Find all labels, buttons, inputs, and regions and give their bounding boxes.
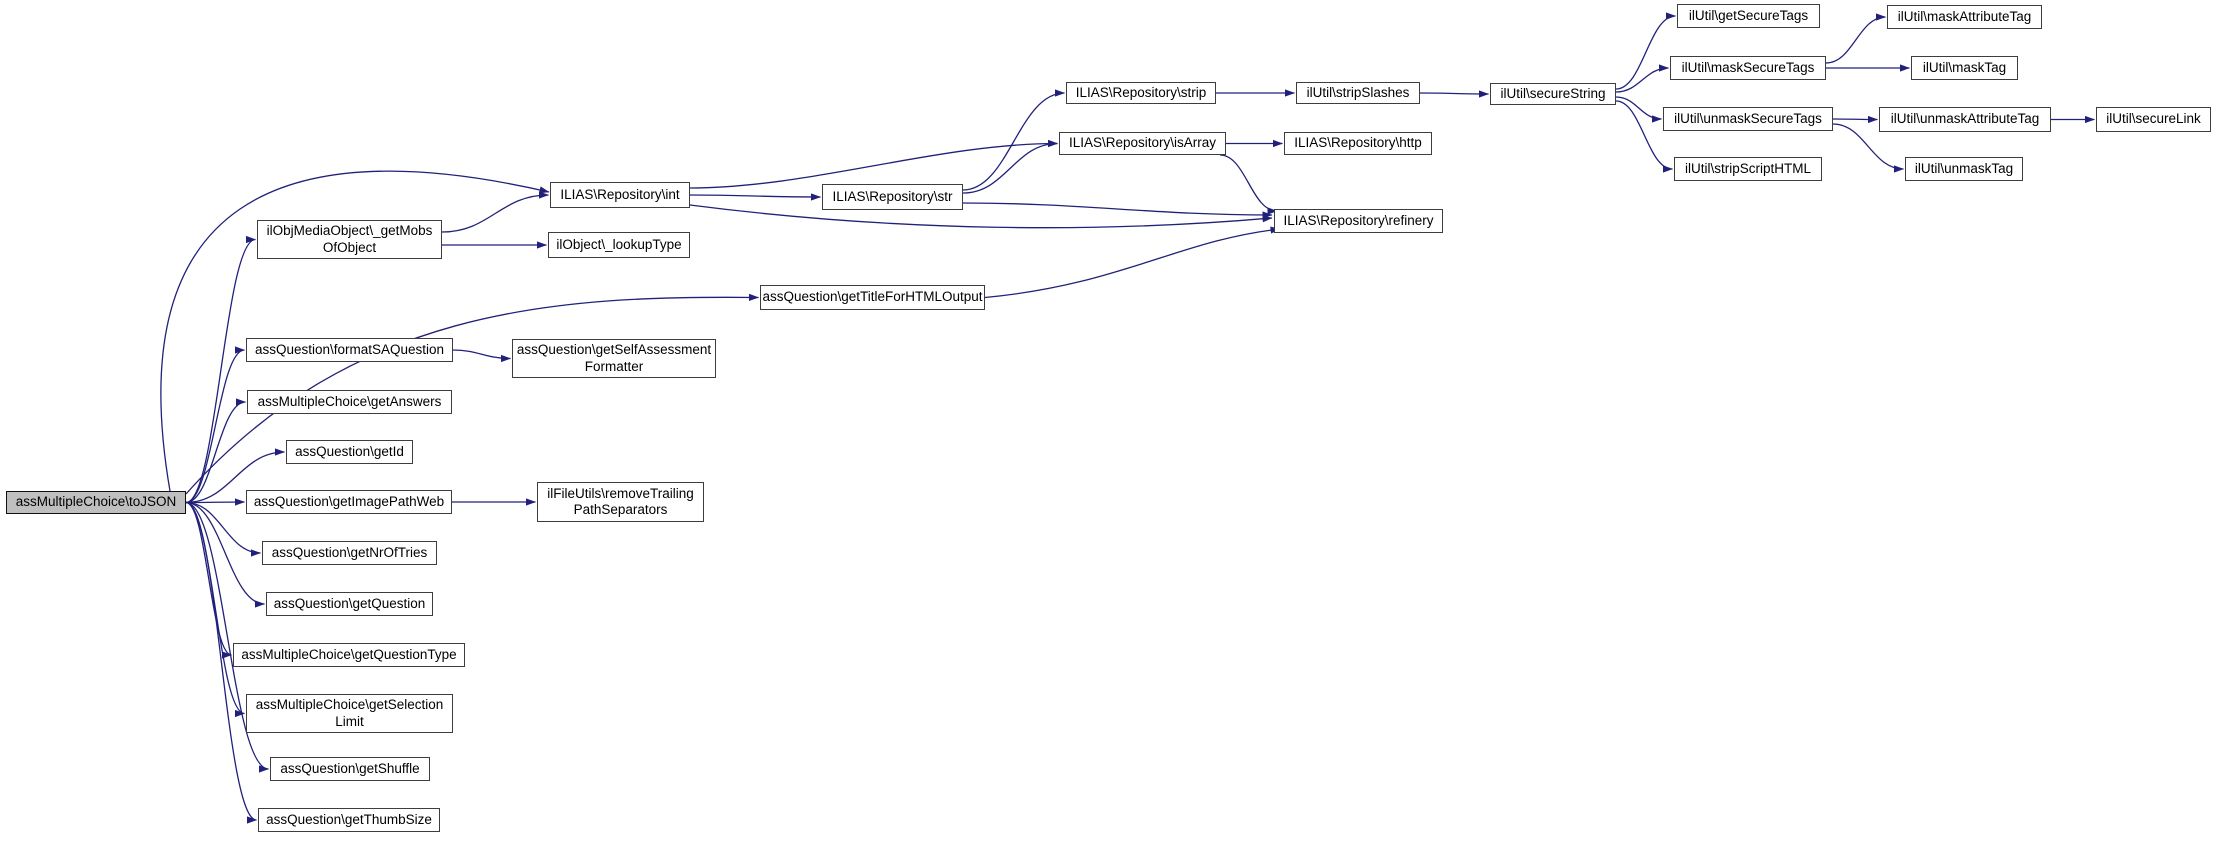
node-masksecuretags[interactable]: ilUtil\maskSecureTags [1670,56,1826,80]
edge-str-to-refinery [962,202,1273,219]
node-securelink[interactable]: ilUtil\secureLink [2096,107,2211,132]
node-getquestion[interactable]: assQuestion\getQuestion [266,592,433,616]
node-getimagepathweb[interactable]: assQuestion\getImagePathWeb [246,490,452,514]
node-getthumbsize[interactable]: assQuestion\getThumbSize [258,808,440,832]
node-getselectionlimit[interactable]: assMultipleChoice\getSelection Limit [246,694,453,733]
node-getmobs[interactable]: ilObjMediaObject\_getMobs OfObject [257,220,442,259]
edge-unmasksecuretags-to-unmaskattributetag [1832,115,1878,124]
edge-tojson-to-getanswers [185,398,246,504]
node-securestring[interactable]: ilUtil\secureString [1490,83,1616,105]
edge-gettitle-to-refinery [984,226,1281,299]
node-stripscripthtml[interactable]: ilUtil\stripScriptHTML [1674,157,1822,181]
node-unmasksecuretags[interactable]: ilUtil\unmaskSecureTags [1663,107,1833,131]
edge-unmasksecuretags-to-unmasktag [1832,123,1904,173]
edge-formatsa-to-selfassess [452,349,511,363]
node-str[interactable]: ILIAS\Repository\str [822,184,963,210]
edge-stripslashes-to-securestring [1419,90,1489,98]
node-masktag[interactable]: ilUtil\maskTag [1911,56,2018,80]
edge-int-to-str [689,193,821,201]
node-maskattributetag[interactable]: ilUtil\maskAttributeTag [1887,5,2042,29]
node-unmaskattributetag[interactable]: ilUtil\unmaskAttributeTag [1879,107,2051,132]
node-getsecuretags[interactable]: ilUtil\getSecureTags [1677,4,1820,28]
node-int[interactable]: ILIAS\Repository\int [550,182,690,208]
edge-tojson-to-getthumbsize [185,501,257,824]
node-getanswers[interactable]: assMultipleChoice\getAnswers [247,390,452,414]
node-getquestiontype[interactable]: assMultipleChoice\getQuestionType [233,643,465,667]
edge-tojson-to-getimagepathweb [185,498,245,506]
node-gettitle[interactable]: assQuestion\getTitleForHTMLOutput [760,285,985,310]
node-getshuffle[interactable]: assQuestion\getShuffle [270,757,430,781]
edge-tojson-to-getshuffle [185,501,269,773]
node-getid[interactable]: assQuestion\getId [286,440,413,464]
node-unmasktag[interactable]: ilUtil\unmaskTag [1905,157,2023,181]
edge-int-to-isarray [689,139,1058,189]
edge-str-to-strip [962,89,1065,191]
edge-isarray-to-refinery [1219,154,1278,215]
node-stripslashes[interactable]: ilUtil\stripSlashes [1296,82,1420,104]
node-lookuptype[interactable]: ilObject\_lookupType [548,232,690,258]
edge-tojson-to-getnroftries [185,501,261,557]
edge-tojson-to-getquestion [185,501,265,608]
node-isarray[interactable]: ILIAS\Repository\isArray [1059,132,1226,155]
edge-securestring-to-getsecuretags [1615,12,1676,90]
edge-tojson-to-int [160,170,550,492]
node-http[interactable]: ILIAS\Repository\http [1284,132,1432,155]
edge-str-to-isarray [962,139,1058,194]
node-getnroftries[interactable]: assQuestion\getNrOfTries [262,541,437,565]
node-refinery[interactable]: ILIAS\Repository\refinery [1274,209,1443,233]
node-formatsa[interactable]: assQuestion\formatSAQuestion [246,338,453,362]
edge-getmobs-to-int [441,191,549,233]
edge-tojson-to-gettitle [185,293,759,495]
edge-tojson-to-getquestiontype [185,501,232,659]
edge-securestring-to-unmasksecuretags [1615,96,1662,123]
edge-masksecuretags-to-maskattributetag [1825,13,1886,64]
node-strip[interactable]: ILIAS\Repository\strip [1066,82,1216,104]
node-tojson[interactable]: assMultipleChoice\toJSON [6,491,186,514]
edge-tojson-to-getmobs [185,235,256,504]
edge-securestring-to-masksecuretags [1615,64,1669,93]
node-removetrailing[interactable]: ilFileUtils\removeTrailing PathSeparator… [537,482,704,522]
edge-int-to-refinery [689,204,1273,229]
node-selfassess[interactable]: assQuestion\getSelfAssessment Formatter [512,339,716,378]
edge-tojson-to-getid [185,448,285,504]
edge-securestring-to-stripscripthtml [1615,100,1673,173]
edge-tojson-to-formatsa [185,346,245,504]
